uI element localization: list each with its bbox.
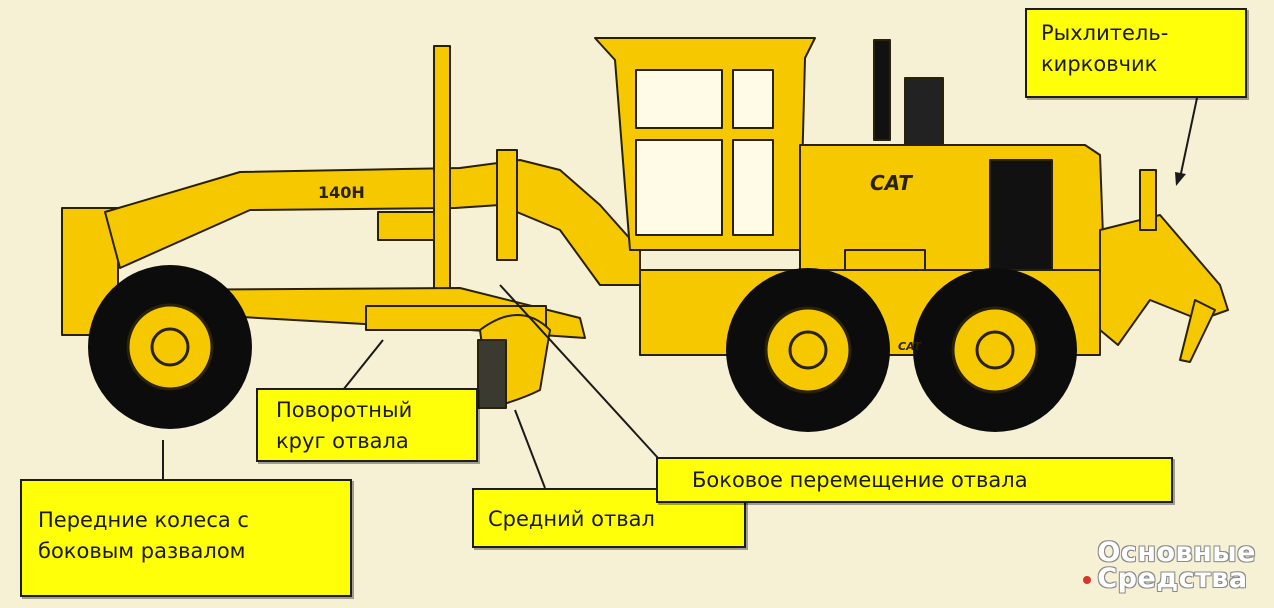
brand-label: CAT [870,171,913,195]
callout-turning-circle: Поворотный круг отвала [256,388,478,462]
watermark-line1: Основные [1097,537,1256,568]
callout-ripper: Рыхлитель- кирковчик [1025,8,1247,98]
leader-ripper [1179,97,1198,179]
ripper-tooth [1179,299,1216,363]
watermark: Основные Средства [1083,537,1256,594]
leader-side-shift [499,284,659,459]
callout-middle-blade-line1: Средний отвал [488,507,655,531]
main-frame-beam [104,159,641,286]
callout-side-shift-line1: Боковое перемещение отвала [692,468,1028,492]
rear-wheel-front [726,268,890,432]
lift-cylinder-post [433,45,451,297]
callout-middle-blade: Средний отвал [472,488,746,548]
callout-front-wheels: Передние колеса с боковым развалом [20,479,352,597]
callout-circle-line2: круг отвала [276,429,409,453]
model-label: 140H [318,183,365,202]
front-wheel [88,265,252,429]
ripper-frame [1099,214,1229,346]
callout-ripper-line2: кирковчик [1041,52,1158,76]
exhaust-stack [873,39,891,141]
leader-middle-blade [514,409,546,489]
watermark-dot-icon [1083,575,1092,584]
rear-wheel-back [913,268,1077,432]
callout-front-wheels-line1: Передние колеса с [38,508,249,532]
callout-side-shift: Боковое перемещение отвала [656,457,1173,503]
air-cleaner [904,77,944,145]
callout-ripper-line1: Рыхлитель- [1041,21,1169,45]
callout-front-wheels-line2: боковым развалом [38,539,246,563]
watermark-line2: Средства [1097,563,1248,594]
leader-circle [342,339,384,391]
rear-brand-label: CAT [898,340,923,353]
callout-circle-line1: Поворотный [276,398,413,422]
